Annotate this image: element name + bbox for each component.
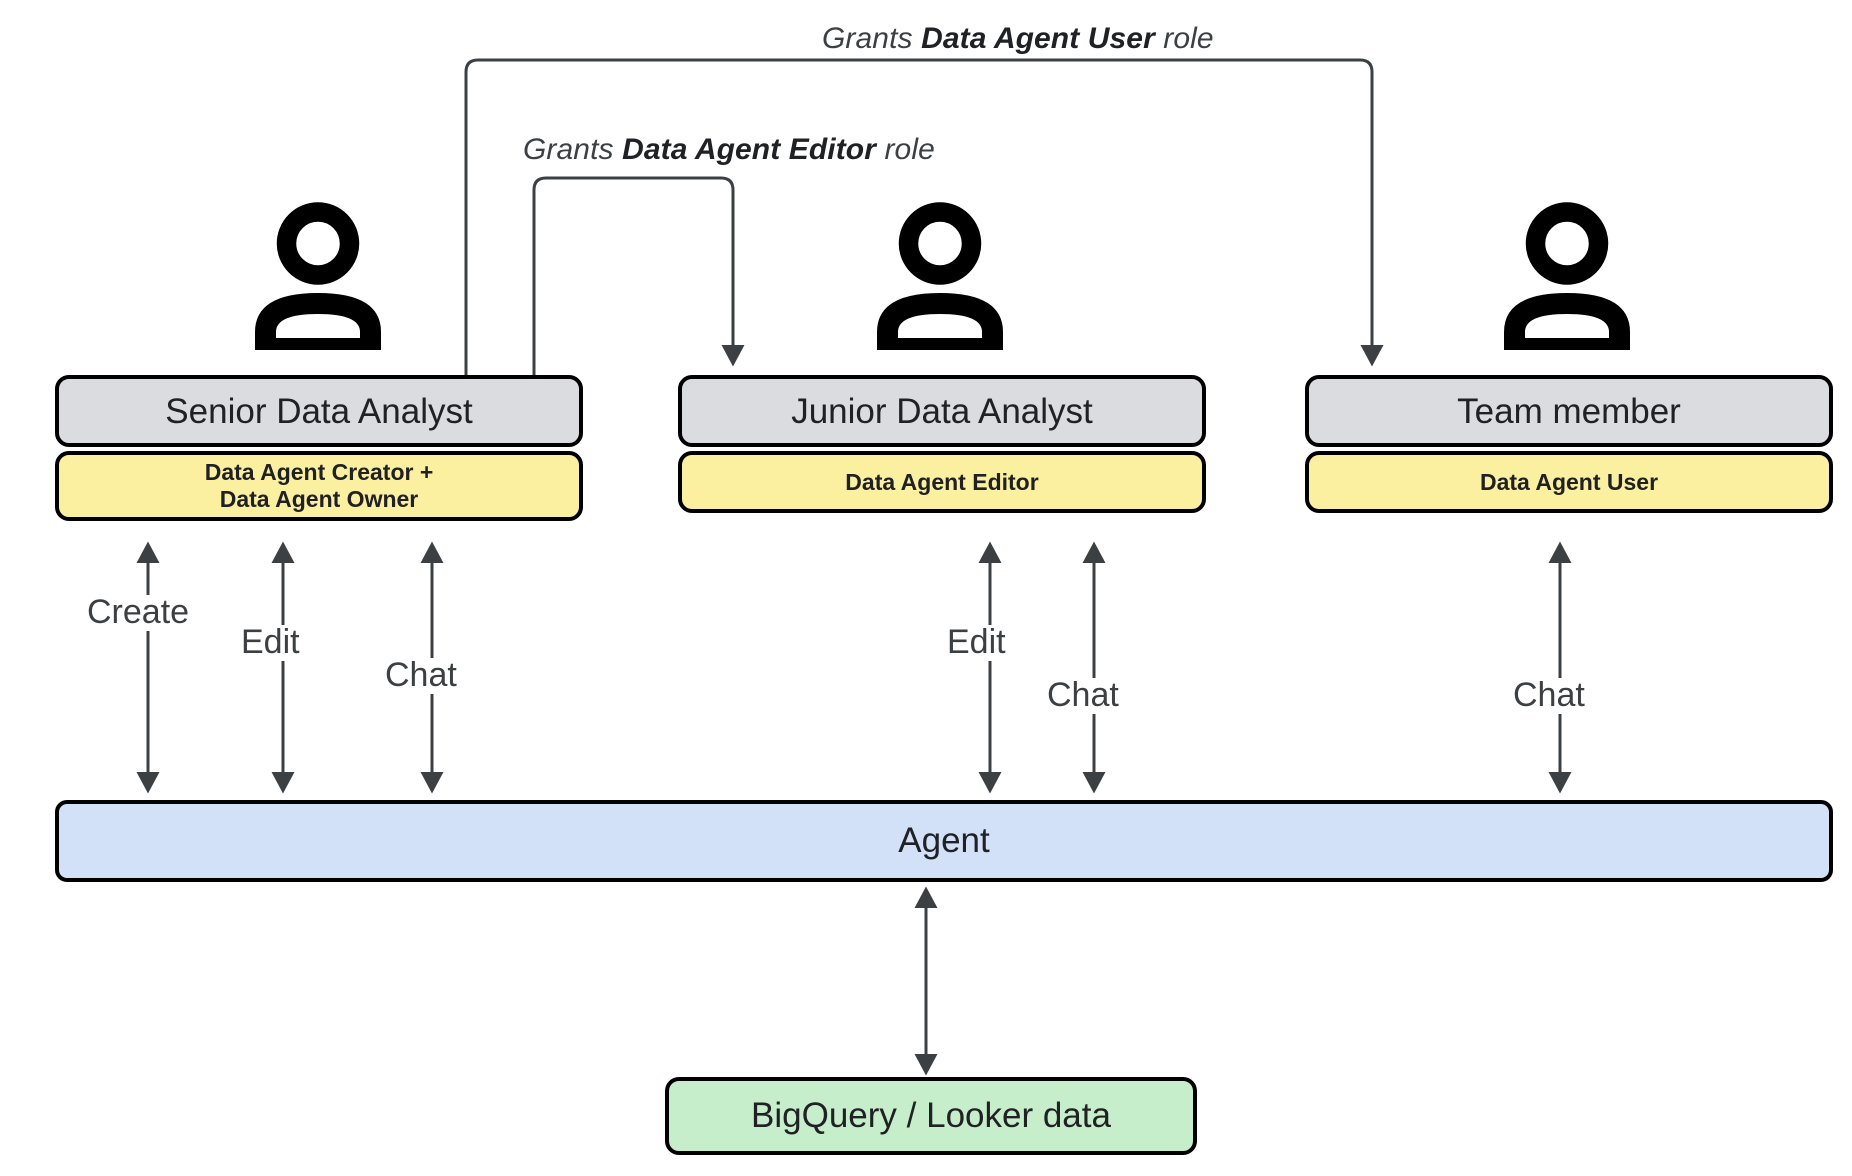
grant-editor-prefix: Grants xyxy=(523,133,623,166)
edge-label-senior-edit: Edit xyxy=(238,624,303,661)
badge-line-1: Data Agent Creator + xyxy=(204,459,434,485)
persona-badge-senior-data-analyst: Data Agent Creator + Data Agent Owner xyxy=(55,451,583,521)
edge-label-senior-create: Create xyxy=(84,594,193,631)
person-icon xyxy=(877,202,1003,350)
grant-user-role: Data Agent User xyxy=(921,22,1155,55)
badge-line-2: Data Agent Owner xyxy=(219,485,419,512)
persona-card-junior-data-analyst[interactable]: Junior Data Analyst Data Agent Editor xyxy=(678,375,1206,513)
grant-user-prefix: Grants xyxy=(822,22,922,55)
person-icon xyxy=(1504,202,1630,350)
persona-title-team-member: Team member xyxy=(1305,375,1833,447)
badge-line-1: Data Agent Editor xyxy=(845,468,1039,495)
persona-card-team-member[interactable]: Team member Data Agent User xyxy=(1305,375,1833,513)
datasource-box[interactable]: BigQuery / Looker data xyxy=(665,1077,1197,1155)
edge-label-junior-edit: Edit xyxy=(944,624,1009,661)
edge-label-junior-chat: Chat xyxy=(1044,677,1122,714)
persona-card-senior-data-analyst[interactable]: Senior Data Analyst Data Agent Creator +… xyxy=(55,375,583,521)
badge-line-1: Data Agent User xyxy=(1479,468,1659,495)
persona-badge-junior-data-analyst: Data Agent Editor xyxy=(678,451,1206,513)
persona-title-senior-data-analyst: Senior Data Analyst xyxy=(55,375,583,447)
agent-bar[interactable]: Agent xyxy=(55,800,1833,882)
grant-caption-data-agent-editor: Grants Data Agent Editor role xyxy=(523,133,935,167)
edge-label-team-chat: Chat xyxy=(1510,677,1588,714)
grant-editor-suffix: role xyxy=(876,133,935,166)
edge-label-senior-chat: Chat xyxy=(382,657,460,694)
persona-badge-team-member: Data Agent User xyxy=(1305,451,1833,513)
person-icon xyxy=(255,202,381,350)
persona-title-junior-data-analyst: Junior Data Analyst xyxy=(678,375,1206,447)
grant-caption-data-agent-user: Grants Data Agent User role xyxy=(822,22,1214,56)
grant-user-suffix: role xyxy=(1154,22,1214,55)
connector-grant-editor xyxy=(532,176,745,380)
grant-editor-role: Data Agent Editor xyxy=(622,133,877,166)
